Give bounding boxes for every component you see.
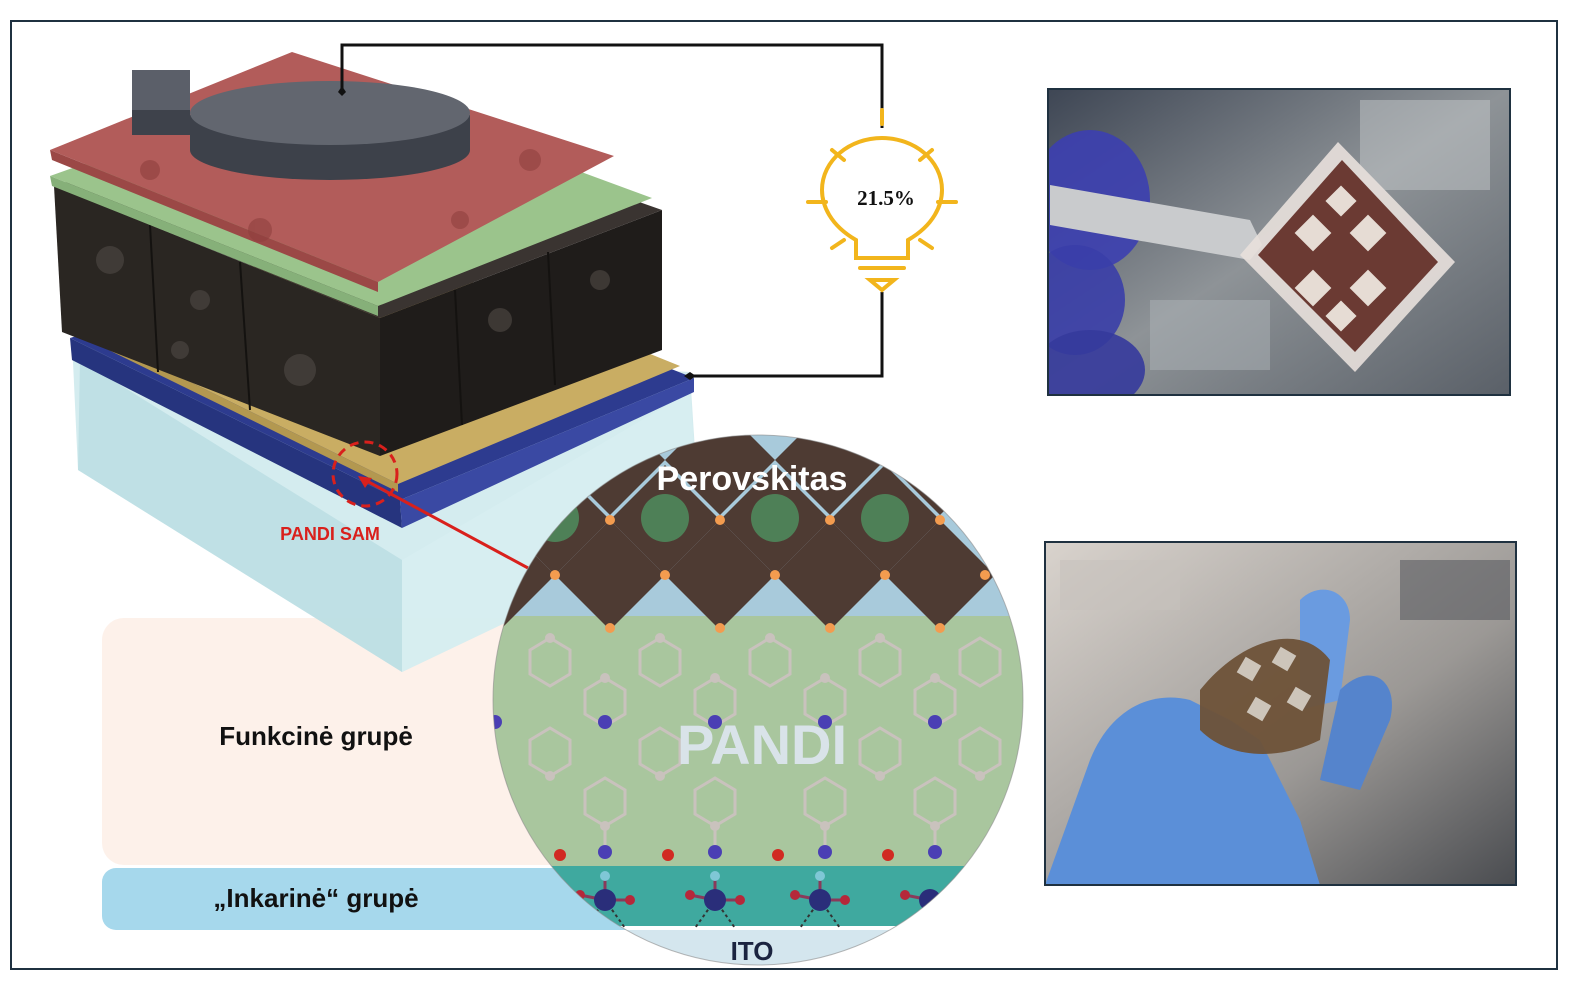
zoom-border <box>492 434 1024 966</box>
flexible-device <box>1200 638 1330 754</box>
perovskite-block-side <box>380 210 662 456</box>
pandi-sam-label: PANDI SAM <box>280 524 380 544</box>
photo-flexible-device <box>1044 541 1517 886</box>
halide-atoms <box>550 515 990 633</box>
electrode-disc <box>190 81 470 145</box>
carbon-atoms <box>545 633 985 831</box>
ito-label: ITO <box>731 936 774 966</box>
device-stack <box>50 52 700 672</box>
anchor-group-label: „Inkarinė“ grupė <box>213 883 418 913</box>
sam-callout-circle <box>331 440 399 508</box>
callout-arrow <box>364 478 529 570</box>
nitrogen-atoms <box>493 715 942 859</box>
electrode-tab <box>132 70 190 110</box>
perovskite-label: Perovskitas <box>657 460 848 498</box>
circuit-wire-bottom <box>690 292 884 378</box>
efficiency-label: 21.5% <box>857 186 915 210</box>
pandi-label: PANDI <box>677 713 847 776</box>
functional-group-label: Funkcinė grupė <box>219 721 413 751</box>
tweezers-icon <box>1050 185 1262 260</box>
photo-rigid-device <box>1047 88 1511 396</box>
perovskite-block-front <box>54 186 380 456</box>
bulb-icon <box>806 108 958 293</box>
figure-frame <box>10 20 1558 970</box>
circuit-wire-top <box>340 43 884 128</box>
